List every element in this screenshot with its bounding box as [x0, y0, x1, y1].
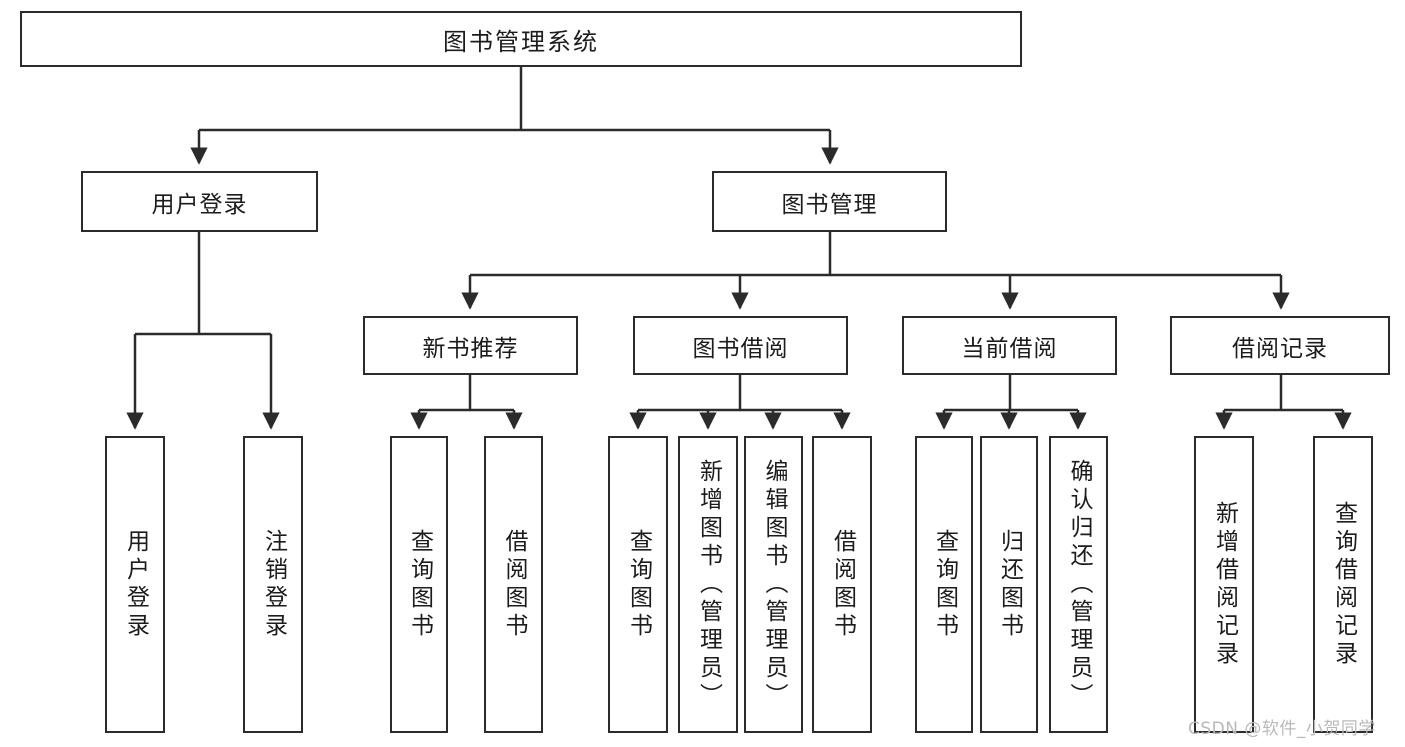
- leaf-records-add-record[interactable]: 新增借阅记录: [1194, 436, 1254, 733]
- node-root-system[interactable]: 图书管理系统: [20, 11, 1022, 67]
- leaf-current-confirm-return[interactable]: 确认归还（管理员）: [1049, 436, 1108, 733]
- node-label: 归还图书: [996, 528, 1023, 641]
- node-label: 新增借阅记录: [1211, 500, 1238, 669]
- node-label: 新增图书（管理员）: [695, 458, 722, 711]
- node-user-login[interactable]: 用户登录: [81, 171, 318, 232]
- node-label: 查询图书: [406, 528, 433, 641]
- node-label: 确认归还（管理员）: [1066, 458, 1092, 711]
- node-label: 图书借阅: [692, 335, 789, 362]
- csdn-watermark: CSDN @软件_小贺同学: [1188, 719, 1376, 739]
- node-label: 查询借阅记录: [1330, 500, 1357, 669]
- leaf-user-logout[interactable]: 注销登录: [243, 436, 303, 733]
- node-current-borrow[interactable]: 当前借阅: [902, 316, 1117, 375]
- leaf-records-query-record[interactable]: 查询借阅记录: [1313, 436, 1373, 733]
- node-label: 用户登录: [151, 191, 248, 218]
- leaf-current-query-book[interactable]: 查询图书: [915, 436, 973, 733]
- node-label: 查询图书: [625, 528, 652, 641]
- node-label: 用户登录: [122, 528, 149, 641]
- node-label: 注销登录: [260, 528, 287, 641]
- node-label: 编辑图书（管理员）: [761, 458, 787, 711]
- node-label: 借阅图书: [501, 528, 527, 641]
- leaf-newbook-query-book[interactable]: 查询图书: [390, 436, 448, 733]
- node-label: 图书管理系统: [443, 27, 599, 56]
- node-label: 新书推荐: [422, 335, 519, 362]
- leaf-newbook-borrow-book[interactable]: 借阅图书: [484, 436, 543, 733]
- node-book-management[interactable]: 图书管理: [712, 171, 947, 232]
- node-label: 图书管理: [781, 191, 878, 218]
- node-label: 当前借阅: [961, 335, 1058, 362]
- leaf-user-login[interactable]: 用户登录: [105, 436, 165, 733]
- node-label: 借阅图书: [829, 528, 856, 641]
- leaf-borrow-borrow-book[interactable]: 借阅图书: [812, 436, 872, 733]
- node-book-borrow[interactable]: 图书借阅: [633, 316, 848, 375]
- leaf-current-return-book[interactable]: 归还图书: [980, 436, 1038, 733]
- node-borrow-records[interactable]: 借阅记录: [1170, 316, 1390, 375]
- leaf-borrow-query-book[interactable]: 查询图书: [608, 436, 668, 733]
- leaf-borrow-add-book[interactable]: 新增图书（管理员）: [678, 436, 738, 733]
- node-new-book-recommend[interactable]: 新书推荐: [363, 316, 578, 375]
- leaf-borrow-edit-book[interactable]: 编辑图书（管理员）: [744, 436, 803, 733]
- node-label: 查询图书: [931, 528, 958, 641]
- node-label: 借阅记录: [1232, 335, 1328, 362]
